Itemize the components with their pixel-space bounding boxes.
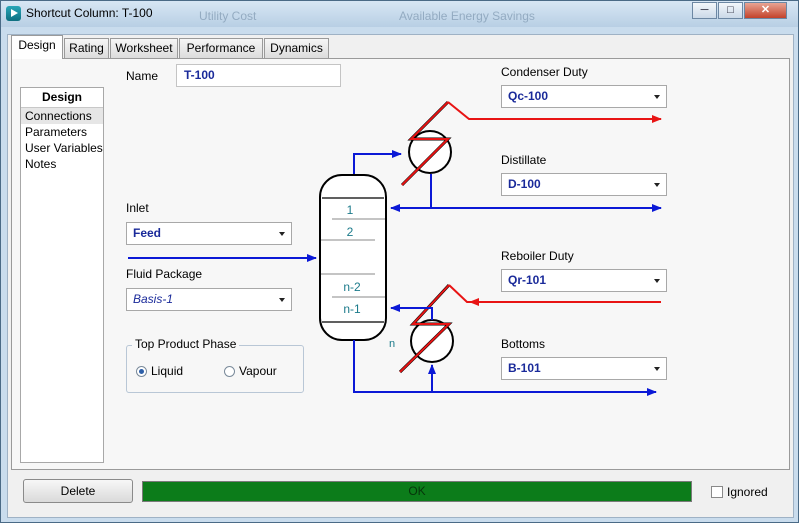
top-product-phase-group: Top Product Phase Liquid Vapour: [126, 337, 304, 393]
fluid-package-value: Basis-1: [133, 292, 174, 306]
ignored-checkbox[interactable]: [711, 486, 723, 498]
inlet-dropdown[interactable]: Feed: [126, 222, 292, 245]
condenser-duty-value: Qc-100: [508, 89, 549, 103]
minimize-button[interactable]: ─: [692, 2, 717, 19]
fluid-package-label: Fluid Package: [126, 267, 203, 281]
top-product-phase-title: Top Product Phase: [132, 337, 240, 351]
delete-button[interactable]: Delete: [23, 479, 133, 503]
dialog-client-area: Design Rating Worksheet Performance Dyna…: [7, 34, 794, 518]
status-text: OK: [408, 484, 426, 498]
status-bar: OK: [142, 481, 692, 502]
title-bar[interactable]: Utility Cost Available Energy Savings Sh…: [1, 1, 798, 27]
chevron-down-icon: [654, 95, 660, 99]
name-field[interactable]: T-100: [176, 64, 341, 87]
stage-label: n-2: [343, 280, 361, 294]
tab-performance[interactable]: Performance: [179, 38, 263, 58]
background-window-text: Available Energy Savings: [399, 9, 535, 23]
distillate-label: Distillate: [501, 153, 547, 167]
condenser-coil: [401, 101, 451, 186]
name-label: Name: [126, 69, 159, 83]
background-window-text: Utility Cost: [199, 9, 257, 23]
boilup-arrow: [390, 304, 433, 320]
window-title: Shortcut Column: T-100: [26, 6, 153, 20]
stage-label: n: [389, 338, 395, 350]
condenser-icon: [408, 130, 452, 174]
overhead-vapour-line: [353, 150, 402, 174]
reboiler-duty-dropdown[interactable]: Qr-101: [501, 269, 667, 292]
sidebar-item-parameters[interactable]: Parameters: [25, 125, 88, 139]
vapour-radio-label[interactable]: Vapour: [239, 364, 277, 378]
tab-design[interactable]: Design: [11, 35, 63, 59]
sidebar-heading: Design: [21, 88, 103, 108]
liquid-radio[interactable]: [136, 366, 147, 377]
design-panel: Design Connections Parameters User Varia…: [11, 58, 790, 470]
reboiler-duty-value: Qr-101: [508, 273, 547, 287]
sidebar-item-user-variables[interactable]: User Variables: [25, 141, 103, 155]
maximize-button[interactable]: □: [718, 2, 743, 19]
sidebar-item-notes[interactable]: Notes: [25, 157, 57, 171]
inlet-label: Inlet: [126, 201, 149, 215]
bottoms-value: B-101: [508, 361, 541, 375]
design-sidebar: Design Connections Parameters User Varia…: [20, 87, 104, 463]
reboiler-coil: [399, 284, 452, 373]
ignored-label[interactable]: Ignored: [727, 485, 768, 499]
liquid-radio-label[interactable]: Liquid: [151, 364, 184, 378]
condenser-duty-arrow: [447, 101, 662, 123]
stage-label: n-1: [343, 302, 361, 316]
chevron-down-icon: [654, 279, 660, 283]
chevron-down-icon: [654, 367, 660, 371]
app-icon: [6, 6, 21, 21]
stage-label: 2: [347, 225, 354, 239]
column-diagram: 1 2 n-2 n-1 n: [128, 100, 662, 396]
reboiler-duty-label: Reboiler Duty: [501, 249, 574, 263]
tab-dynamics[interactable]: Dynamics: [264, 38, 329, 58]
chevron-down-icon: [279, 298, 285, 302]
tab-worksheet[interactable]: Worksheet: [110, 38, 178, 58]
bottoms-arrow: [353, 340, 657, 396]
bottoms-dropdown[interactable]: B-101: [501, 357, 667, 380]
distillate-value: D-100: [508, 177, 541, 191]
chevron-down-icon: [279, 232, 285, 236]
close-button[interactable]: ✕: [744, 2, 787, 19]
tab-rating[interactable]: Rating: [64, 38, 109, 58]
condenser-duty-label: Condenser Duty: [501, 65, 588, 79]
sidebar-item-connections[interactable]: Connections: [21, 108, 103, 124]
fluid-package-dropdown[interactable]: Basis-1: [126, 288, 292, 311]
chevron-down-icon: [654, 183, 660, 187]
condenser-duty-dropdown[interactable]: Qc-100: [501, 85, 667, 108]
stage-label: 1: [347, 203, 354, 217]
inlet-value: Feed: [133, 226, 162, 240]
vapour-radio[interactable]: [224, 366, 235, 377]
bottoms-label: Bottoms: [501, 337, 546, 351]
distillate-dropdown[interactable]: D-100: [501, 173, 667, 196]
